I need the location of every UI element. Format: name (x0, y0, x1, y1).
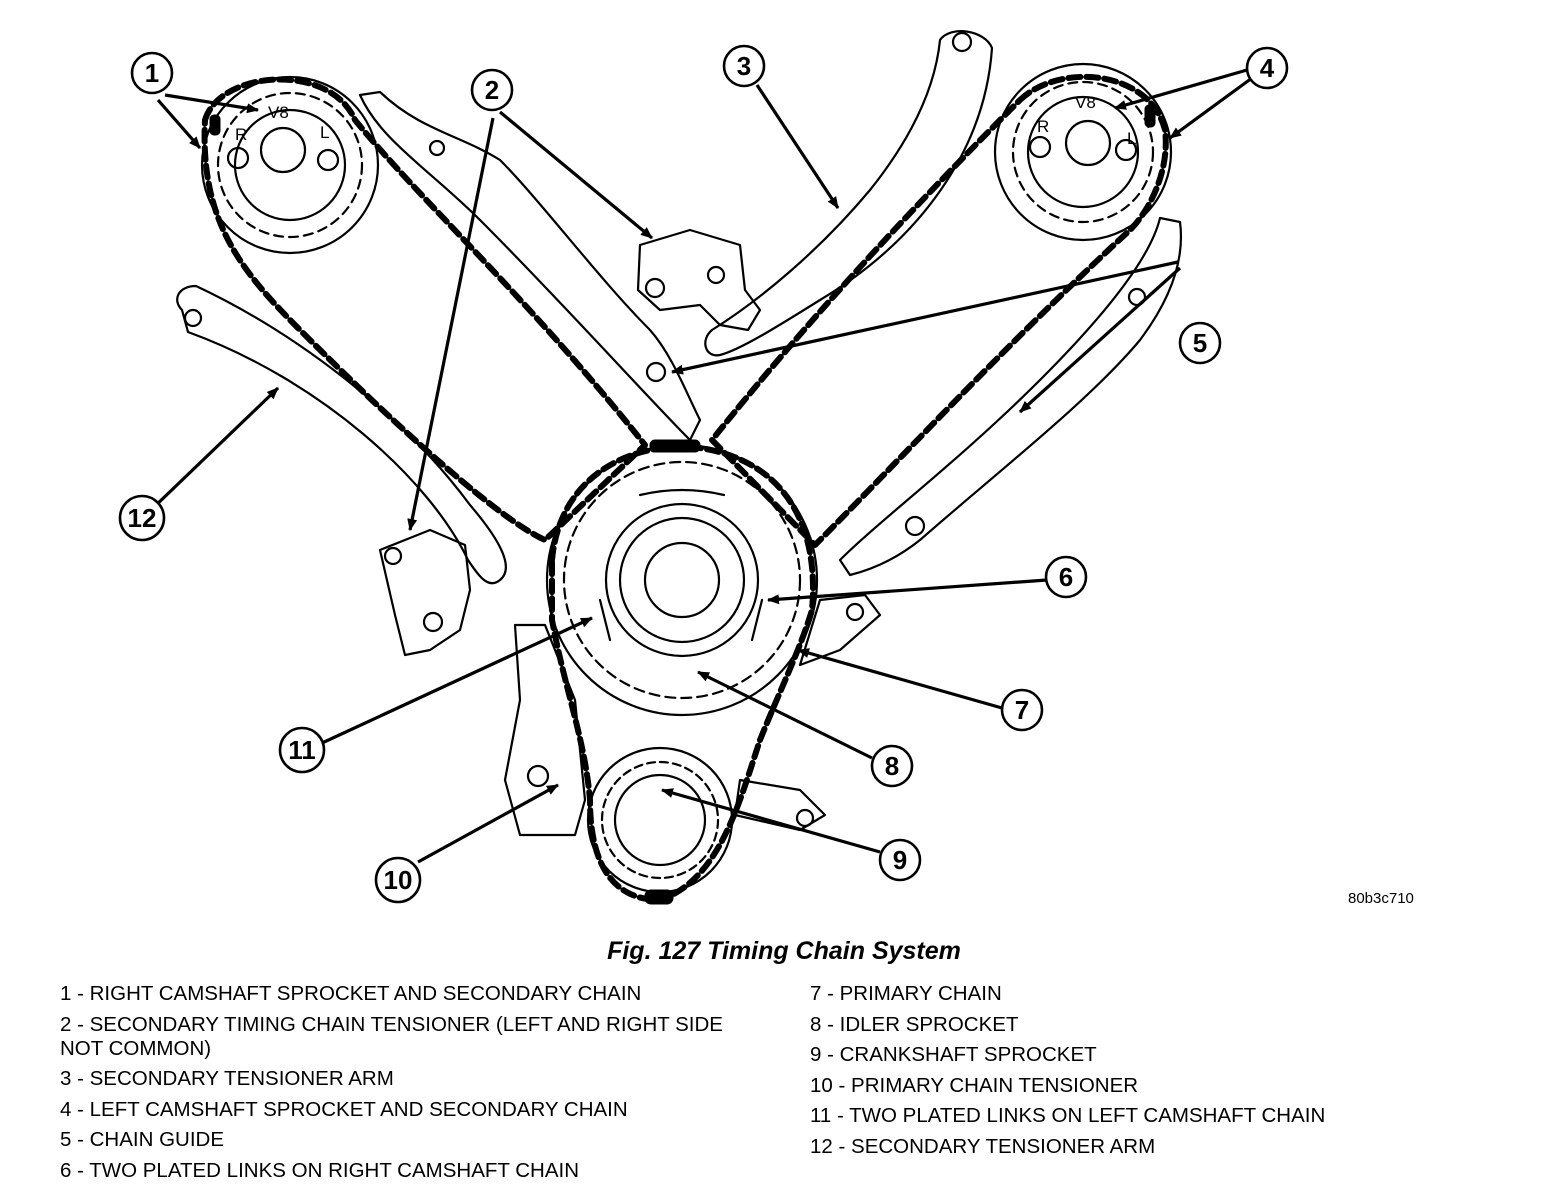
svg-text:10: 10 (384, 865, 413, 895)
svg-text:2: 2 (485, 75, 499, 105)
callout-2: 2 (470, 68, 514, 112)
leader-4a (1114, 68, 1248, 110)
legend-left-column: 1 - RIGHT CAMSHAFT SPROCKET AND SECONDAR… (60, 982, 760, 1189)
leader-12 (151, 386, 280, 510)
svg-text:8: 8 (885, 751, 899, 781)
upper-tensioner-bolt-2 (706, 265, 726, 285)
upper-chain-guide (358, 90, 702, 442)
left-cam-l-mark: L (1127, 129, 1136, 148)
svg-text:12: 12 (128, 503, 157, 533)
upper-tensioner-bolt-1 (644, 277, 666, 299)
callout-5: 5 (1178, 321, 1222, 365)
lower-right-plate-bolt (845, 602, 865, 622)
legend-item: 11 - TWO PLATED LINKS ON LEFT CAMSHAFT C… (810, 1104, 1326, 1127)
leader-8 (697, 670, 873, 760)
legend-item: 1 - RIGHT CAMSHAFT SPROCKET AND SECONDAR… (60, 982, 642, 1005)
leader-1a (164, 93, 259, 114)
leader-1b (156, 98, 202, 150)
timing-chain-diagram: V8 R L V8 R L 1 2 3 4 5 6 7 8 9 10 11 12 (118, 30, 1289, 905)
leader-10 (417, 783, 559, 864)
crankshaft-sprocket (586, 746, 734, 894)
legend-item: 9 - CRANKSHAFT SPROCKET (810, 1043, 1097, 1066)
plated-link-right-cam (209, 114, 221, 136)
callout-4: 4 (1245, 46, 1289, 90)
svg-text:4: 4 (1260, 53, 1275, 83)
left-secondary-tensioner-arm (176, 284, 507, 585)
leader-11 (321, 616, 593, 745)
callout-1: 1 (130, 51, 174, 95)
leader-7 (797, 648, 1003, 710)
primary-chain-tensioner (503, 623, 587, 837)
callout-9: 9 (878, 838, 922, 882)
legend-item: 5 - CHAIN GUIDE (60, 1128, 225, 1151)
upper-guide-bolt-2 (645, 361, 667, 383)
lower-guide-bolt-2 (904, 515, 926, 537)
leader-3 (755, 84, 840, 209)
upper-guide-bolt-1 (428, 139, 446, 157)
left-camshaft-sprocket (993, 62, 1173, 242)
legend-item: 12 - SECONDARY TENSIONER ARM (810, 1134, 1156, 1158)
legend-item: 10 - PRIMARY CHAIN TENSIONER (810, 1073, 1139, 1097)
legend-item: 3 - SECONDARY TENSIONER ARM (60, 1067, 394, 1090)
lower-tensioner-bolt-2 (422, 611, 444, 633)
left-tensioner-arm-pivot (183, 308, 203, 328)
callout-6: 6 (1044, 555, 1088, 599)
left-cam-v8-mark: V8 (1075, 93, 1096, 112)
legend-item: 4 - LEFT CAMSHAFT SPROCKET AND SECONDARY… (60, 1097, 628, 1121)
figure-caption: Fig. 127 Timing Chain System (607, 937, 961, 965)
svg-text:3: 3 (737, 51, 751, 81)
left-secondary-chain (709, 73, 1169, 548)
legend-item: 6 - TWO PLATED LINKS ON RIGHT CAMSHAFT C… (60, 1158, 580, 1182)
callout-8: 8 (870, 744, 914, 788)
legend-right-column: 7 - PRIMARY CHAIN 8 - IDLER SPROCKET 9 -… (810, 982, 1510, 1165)
legend-item: 7 - PRIMARY CHAIN (810, 982, 1002, 1005)
figure-code: 80b3c710 (1348, 890, 1414, 907)
right-camshaft-sprocket (200, 75, 380, 255)
right-cam-r-mark: R (235, 125, 247, 144)
lower-tensioner-bolt-1 (383, 546, 403, 566)
callout-10: 10 (374, 856, 422, 904)
crank-right-plate-bolt (795, 808, 815, 828)
upper-secondary-tensioner (636, 228, 762, 332)
legend-item: 2 - SECONDARY TIMING CHAIN TENSIONER (LE… (60, 1012, 723, 1060)
callout-12: 12 (118, 494, 166, 542)
lower-chain-guide (838, 216, 1182, 577)
leader-4b (1169, 76, 1253, 140)
leader-9 (661, 788, 881, 854)
right-cam-l-mark: L (320, 123, 329, 142)
leader-5a (671, 260, 1179, 375)
callout-7: 7 (1000, 688, 1044, 732)
primary-tensioner-bolt (526, 764, 550, 788)
lower-secondary-tensioner (378, 528, 472, 657)
right-tensioner-arm-pivot (951, 31, 973, 53)
left-cam-r-mark: R (1037, 117, 1049, 136)
callout-3: 3 (722, 44, 766, 88)
svg-text:11: 11 (288, 735, 316, 765)
plated-link-left-cam (1144, 104, 1156, 128)
leader-5b (1018, 266, 1182, 414)
plated-link-bottom (644, 889, 674, 905)
leader-2a (498, 110, 654, 240)
leader-6 (767, 578, 1048, 605)
svg-text:5: 5 (1193, 328, 1207, 358)
svg-text:6: 6 (1059, 562, 1073, 592)
leader-2b (407, 117, 495, 531)
svg-text:9: 9 (893, 845, 907, 875)
svg-text:1: 1 (145, 58, 159, 88)
callout-11: 11 (278, 726, 326, 774)
right-secondary-tensioner-arm (704, 30, 994, 357)
legend-item: 8 - IDLER SPROCKET (810, 1012, 1019, 1036)
svg-text:7: 7 (1015, 695, 1029, 725)
right-secondary-chain (201, 76, 648, 543)
primary-chain (549, 443, 816, 903)
plated-link-top (649, 439, 701, 453)
right-cam-v8-mark: V8 (268, 103, 289, 122)
